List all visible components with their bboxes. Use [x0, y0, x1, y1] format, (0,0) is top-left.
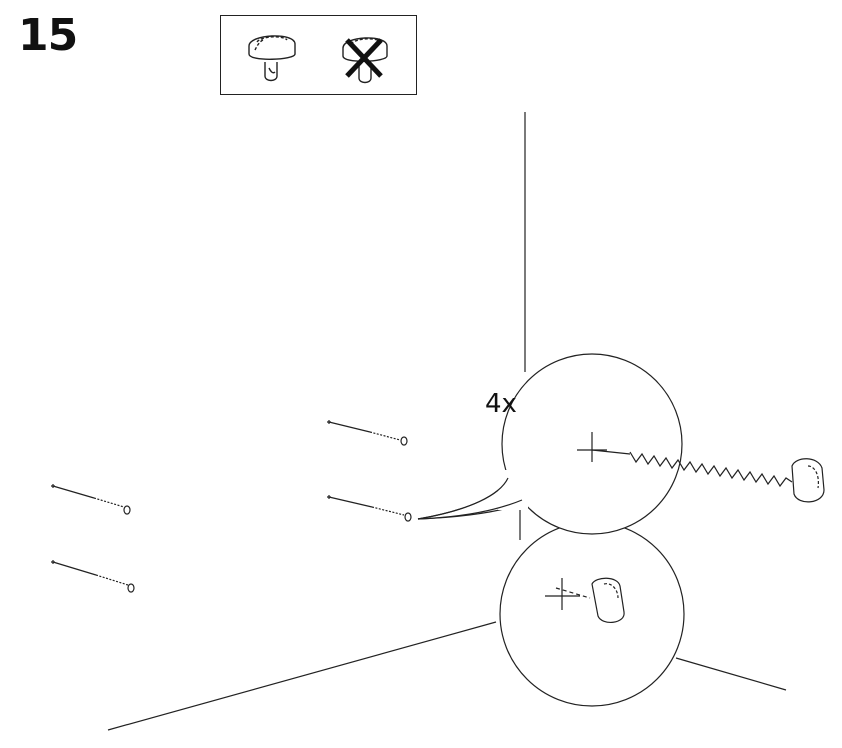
screw-3	[51, 484, 131, 515]
step-number: 15	[18, 10, 78, 61]
cabinet-bottom-edge-left	[107, 621, 497, 731]
screw-2	[327, 495, 412, 522]
screw-zoom-icon	[577, 432, 825, 503]
screw-head-flush-icon	[248, 35, 296, 82]
screw-4	[51, 560, 135, 593]
detail-circle-installed	[499, 521, 685, 707]
screw-depth-legend	[220, 15, 417, 95]
screw-head-crossed-out-icon	[342, 37, 388, 84]
legend-graphics	[248, 35, 388, 84]
screw-installed-detail-icon	[545, 577, 625, 623]
quantity-label: 4x	[485, 389, 517, 419]
screw-1	[327, 420, 408, 446]
cabinet-bottom-edge-right	[675, 657, 787, 691]
callout-pointer	[417, 477, 509, 520]
